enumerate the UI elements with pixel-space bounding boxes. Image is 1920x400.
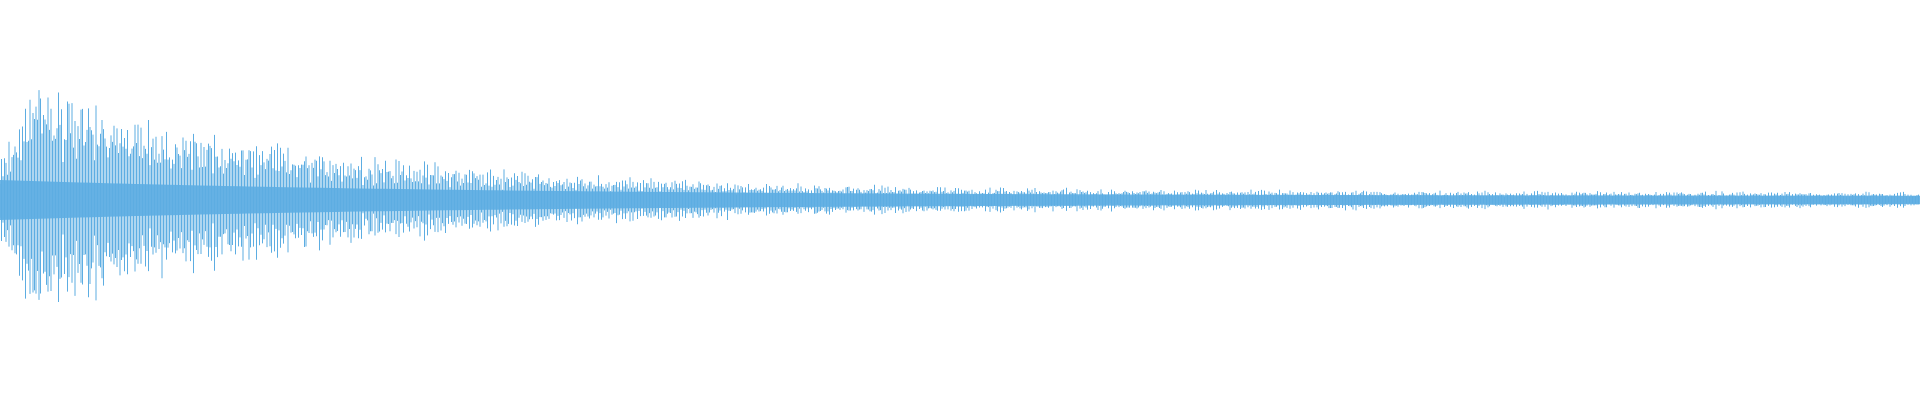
waveform-center-band [0, 180, 1920, 220]
waveform-bars [0, 90, 1920, 302]
